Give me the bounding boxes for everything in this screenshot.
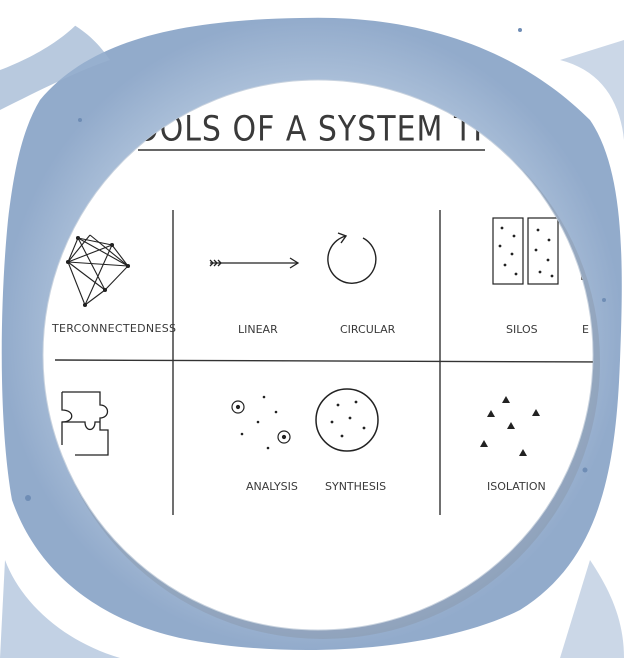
label-synthesis: SYNTHESIS (325, 480, 386, 493)
label-isolation: ISOLATION (487, 480, 546, 493)
label-silos: SILOS (506, 323, 538, 336)
label-cut: E (582, 323, 589, 336)
label-circular: CIRCULAR (340, 323, 396, 336)
label-linear: LINEAR (238, 323, 278, 336)
label-interconnectedness: TERCONNECTEDNESS (51, 322, 176, 335)
label-analysis: ANALYSIS (246, 480, 298, 493)
paper-circle (43, 80, 593, 630)
